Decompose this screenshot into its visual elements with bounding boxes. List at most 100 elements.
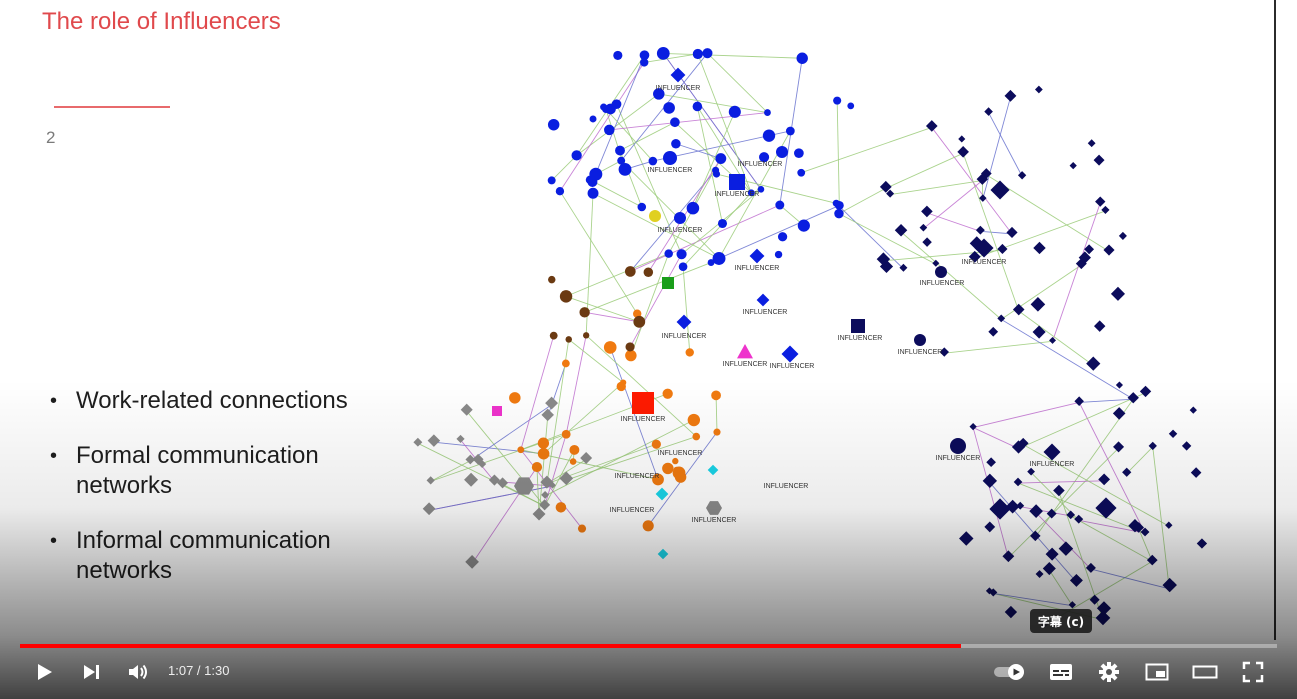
network-node [611, 99, 622, 109]
influencer-label: INFLUENCER [610, 507, 655, 514]
subtitles-icon [1050, 664, 1072, 680]
network-node [997, 243, 1008, 255]
influencer-node [935, 266, 947, 278]
network-node [997, 314, 1006, 323]
gear-icon [1099, 662, 1119, 682]
influencer-label: INFLUENCER [692, 517, 737, 524]
network-node [1165, 521, 1173, 529]
fullscreen-button[interactable] [1236, 652, 1270, 692]
network-node [537, 437, 550, 449]
network-edge [980, 230, 1013, 235]
network-edge [715, 395, 718, 433]
bullet-text: Formal communication networks [76, 442, 319, 499]
autoplay-toggle[interactable] [990, 652, 1030, 692]
progress-bar[interactable] [20, 644, 1277, 648]
network-node [547, 118, 560, 131]
influencer-label: INFLUENCER [656, 85, 701, 92]
next-icon [84, 665, 99, 679]
network-edge [559, 62, 645, 192]
network-node [555, 502, 567, 513]
miniplayer-button[interactable] [1140, 652, 1174, 692]
network-node [702, 48, 713, 59]
network-node [1053, 484, 1065, 497]
network-node [639, 50, 650, 61]
network-node [672, 466, 686, 480]
bullet-dot: • [50, 390, 58, 412]
network-edge [675, 143, 721, 159]
network-node [664, 249, 673, 258]
network-node [1110, 286, 1126, 301]
network-node [582, 332, 590, 339]
network-edge [696, 106, 723, 224]
next-button[interactable] [76, 652, 106, 692]
network-node [509, 392, 521, 404]
network-node [1058, 541, 1074, 556]
network-node [1006, 226, 1018, 239]
network-node [1035, 570, 1044, 579]
network-node [919, 223, 928, 232]
theater-button[interactable] [1188, 652, 1222, 692]
network-node [676, 249, 687, 260]
network-edge [1018, 310, 1094, 366]
network-edge [1152, 446, 1170, 589]
influencer-node [1043, 443, 1061, 461]
network-node [604, 124, 615, 136]
network-node [1004, 605, 1018, 619]
network-node [617, 156, 626, 165]
network-node [651, 439, 661, 449]
bullet-dot: • [50, 530, 58, 552]
network-node [1127, 392, 1139, 404]
network-edge [836, 100, 840, 206]
network-node [775, 200, 785, 210]
network-node [656, 47, 670, 60]
network-node [517, 446, 525, 454]
network-node [603, 341, 617, 354]
subtitles-button[interactable] [1044, 652, 1078, 692]
influencer-label: INFLUENCER [770, 363, 815, 370]
influencer-node [706, 501, 722, 515]
network-node [796, 52, 808, 64]
network-node [1118, 231, 1127, 240]
network-node [879, 180, 892, 193]
volume-button[interactable] [122, 652, 154, 692]
network-edge [592, 192, 720, 259]
network-edge [1048, 569, 1073, 606]
influencer-node [749, 248, 765, 264]
network-node [613, 50, 623, 60]
network-node [1095, 196, 1106, 207]
network-node [653, 88, 665, 100]
network-edge [926, 212, 981, 232]
network-node [565, 336, 573, 343]
slide-edge [1274, 0, 1276, 640]
influencer-label: INFLUENCER [615, 473, 660, 480]
network-node [662, 462, 674, 475]
network-edge [629, 169, 716, 272]
network-node [1017, 171, 1027, 180]
network-node [456, 434, 465, 444]
play-button[interactable] [28, 652, 60, 692]
network-edge [565, 295, 640, 323]
network-node [1013, 477, 1023, 487]
network-node [1113, 441, 1125, 453]
network-node [1096, 601, 1112, 616]
influencer-node [655, 487, 669, 501]
network-node [794, 148, 804, 159]
influencer-label: INFLUENCER [1030, 461, 1075, 468]
influencer-node [950, 438, 966, 454]
influencer-node [756, 293, 770, 307]
network-node [633, 315, 646, 328]
influencer-node [989, 498, 1011, 520]
influencer-node [851, 319, 865, 333]
network-node [555, 187, 565, 196]
network-edge [1078, 402, 1146, 534]
network-edge [629, 253, 682, 348]
progress-played [20, 644, 962, 648]
network-node [615, 145, 625, 156]
network-node [1168, 429, 1178, 439]
network-node [1093, 320, 1106, 332]
settings-button[interactable] [1092, 652, 1126, 692]
network-edge [944, 340, 1053, 354]
network-node [1189, 406, 1197, 414]
network-edge [988, 112, 1023, 177]
